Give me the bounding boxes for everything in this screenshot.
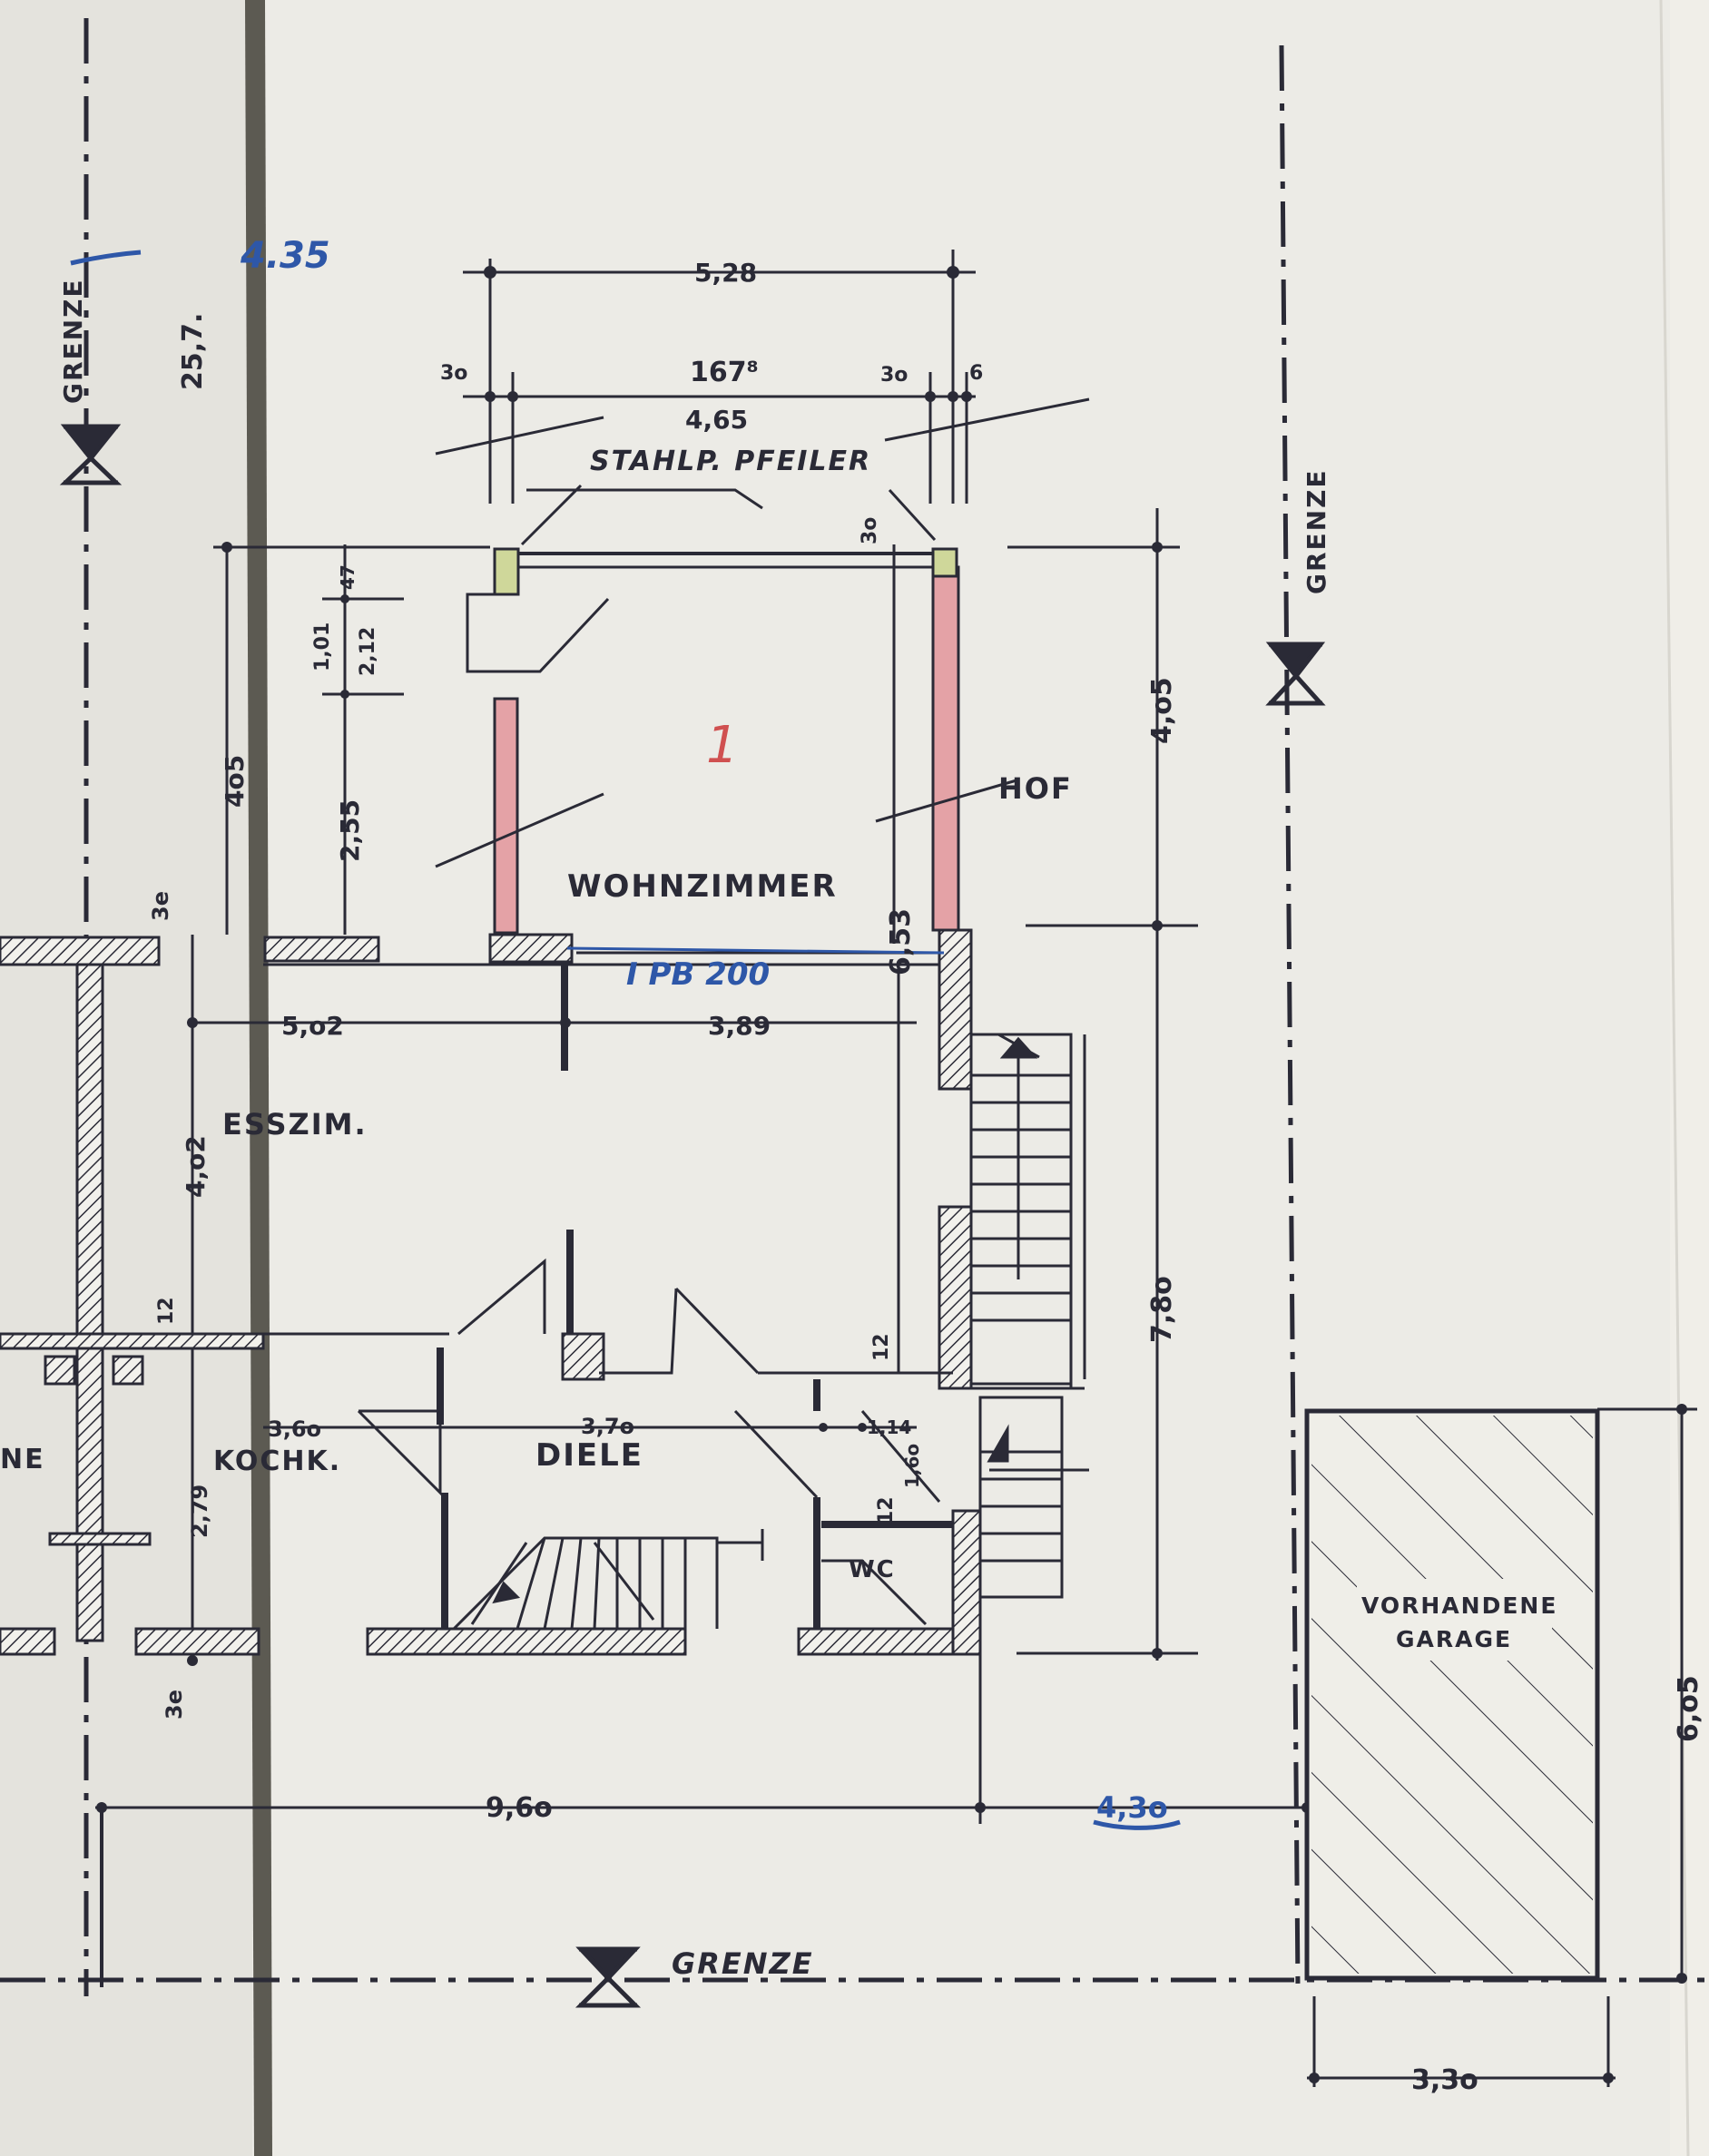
room-esszim-label: ESSZIM. bbox=[222, 1107, 368, 1142]
dim-255: 2,55 bbox=[335, 799, 365, 862]
grenze-left-label: GRENZE bbox=[58, 278, 88, 404]
dim-6: 6 bbox=[969, 362, 983, 385]
dim-465: 4,65 bbox=[685, 405, 748, 435]
grenze-right-label: GRENZE bbox=[1301, 468, 1331, 594]
existing-garage bbox=[1304, 1408, 1600, 1981]
dim-360: 3,6o bbox=[268, 1416, 321, 1442]
grenze-bottom-label: GRENZE bbox=[672, 1946, 814, 1981]
dim-30-bottom: 3e bbox=[162, 1690, 187, 1720]
boundary-marker-icon bbox=[1265, 642, 1326, 706]
dim-370: 3,7o bbox=[581, 1414, 634, 1439]
outdoor-stairs bbox=[969, 1033, 1089, 1599]
dim-101: 1,01 bbox=[311, 622, 334, 671]
i-beam-line bbox=[566, 946, 945, 955]
dim-30-left: 3e bbox=[148, 891, 173, 921]
dim-430-blue: 4,3o bbox=[1096, 1790, 1168, 1825]
paper-left-strip bbox=[0, 0, 263, 2156]
dim-653: 6,53 bbox=[885, 908, 917, 975]
left-red-wall bbox=[493, 697, 519, 935]
dim-12a: 12 bbox=[155, 1297, 178, 1325]
interior-stairs bbox=[452, 1529, 764, 1631]
boundary-marker-icon bbox=[575, 1946, 642, 2008]
neighbour-room-fragment: NE bbox=[0, 1444, 45, 1475]
dim-780: 7,8o bbox=[1146, 1276, 1178, 1343]
dim-605: 6,o5 bbox=[1673, 1675, 1704, 1742]
dimension-lines bbox=[95, 250, 1697, 2087]
door-swings bbox=[357, 1033, 1040, 1626]
dim-1678: 167⁸ bbox=[690, 357, 759, 388]
room-hof-label: HOF bbox=[998, 771, 1073, 806]
room-wc-label: WC bbox=[849, 1556, 896, 1583]
paper-right-edge bbox=[1670, 0, 1709, 2156]
dim-960: 9,6o bbox=[486, 1792, 553, 1824]
dim-279: 2,79 bbox=[187, 1485, 212, 1538]
blue-corrections bbox=[70, 250, 1181, 1830]
sketch-strokes bbox=[435, 397, 1090, 955]
steel-pillar-note: STAHLP. PFEILER bbox=[590, 446, 871, 477]
garage-label-line1: VORHANDENE bbox=[1361, 1592, 1557, 1619]
room-diele-label: DIELE bbox=[535, 1437, 643, 1474]
dim-47: 47 bbox=[337, 564, 358, 590]
dim-30a: 3o bbox=[440, 362, 467, 385]
steel-pillar-right bbox=[931, 547, 958, 578]
dim-12c: 12 bbox=[875, 1496, 898, 1524]
dim-405-left: 4o5 bbox=[220, 755, 250, 808]
dim-30b: 3o bbox=[880, 364, 908, 387]
dim-160: 1,6o bbox=[901, 1444, 923, 1488]
dim-405-right: 4,o5 bbox=[1146, 677, 1178, 744]
i-beam-label: I PB 200 bbox=[626, 956, 770, 993]
dim-330: 3,3o bbox=[1411, 2064, 1478, 2096]
dim-12b: 12 bbox=[870, 1333, 893, 1361]
dim-528: 5,28 bbox=[694, 258, 757, 288]
dim-30c: 3o bbox=[859, 517, 881, 544]
dim-502: 5,o2 bbox=[281, 1011, 344, 1041]
paper-right-crease bbox=[1659, 0, 1690, 2156]
room-wohnzimmer-label: WOHNZIMMER bbox=[567, 868, 838, 905]
steel-pillar-left bbox=[493, 547, 520, 596]
room-number-1: 1 bbox=[706, 716, 739, 775]
neighbour-walls bbox=[0, 936, 265, 1656]
dim-402: 4,o2 bbox=[181, 1135, 211, 1198]
right-red-wall bbox=[931, 565, 960, 932]
room-kochk-label: KOCHK. bbox=[213, 1446, 341, 1477]
garage-label-line2: GARAGE bbox=[1396, 1626, 1512, 1652]
thin-walls bbox=[437, 962, 953, 1629]
dim-114: 1,14 bbox=[867, 1416, 911, 1438]
wohnzimmer-extension bbox=[466, 484, 960, 935]
paper-fold-shadow bbox=[245, 0, 272, 2156]
boundary-marker-icon bbox=[59, 424, 123, 485]
dim-212: 2,12 bbox=[357, 627, 379, 676]
dim-435-blue: 4.35 bbox=[240, 235, 330, 277]
dim-389: 3,89 bbox=[708, 1011, 771, 1041]
dim-2570: 25,7. bbox=[177, 313, 209, 390]
house-walls bbox=[263, 928, 982, 1656]
